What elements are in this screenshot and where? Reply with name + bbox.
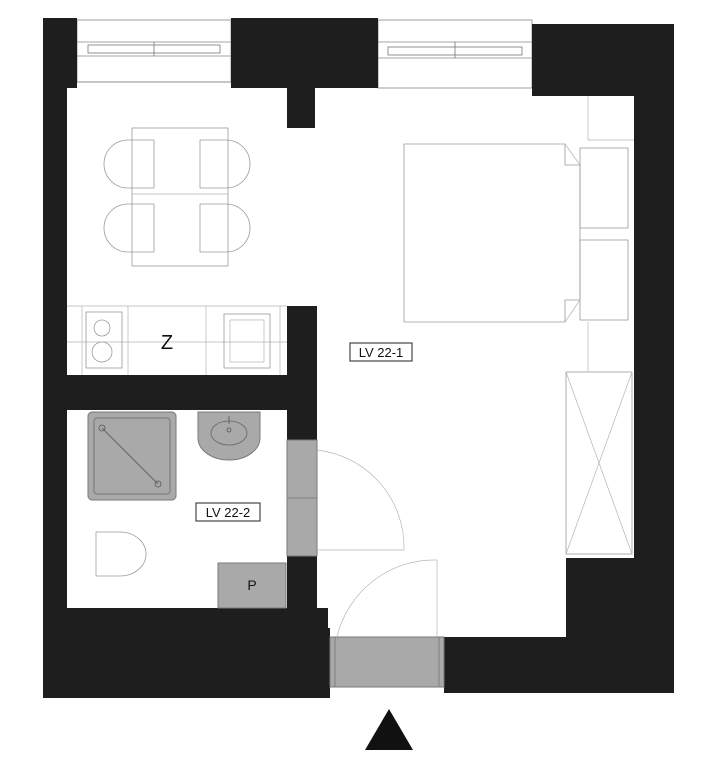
bed <box>403 96 634 323</box>
walls <box>43 18 674 698</box>
room-label-living: LV 22-1 <box>349 342 413 362</box>
utility-marker: P <box>247 577 256 593</box>
window-right <box>377 19 533 89</box>
bathroom-door[interactable] <box>286 439 405 557</box>
kitchen-marker: Z <box>161 332 173 354</box>
window-left <box>76 19 232 83</box>
utility-box <box>217 562 287 609</box>
room-label-bathroom: LV 22-2 <box>195 502 261 522</box>
wardrobe <box>565 322 633 555</box>
washbasin <box>197 411 261 461</box>
entrance-door[interactable] <box>329 559 445 688</box>
north-arrow-icon <box>365 709 413 750</box>
toilet <box>95 531 147 577</box>
bathroom-label: LV 22-2 <box>206 505 251 520</box>
kitchen-counter <box>67 305 287 375</box>
dining-table <box>103 127 251 267</box>
shower-tray <box>87 411 177 501</box>
living-room-label: LV 22-1 <box>359 345 404 360</box>
